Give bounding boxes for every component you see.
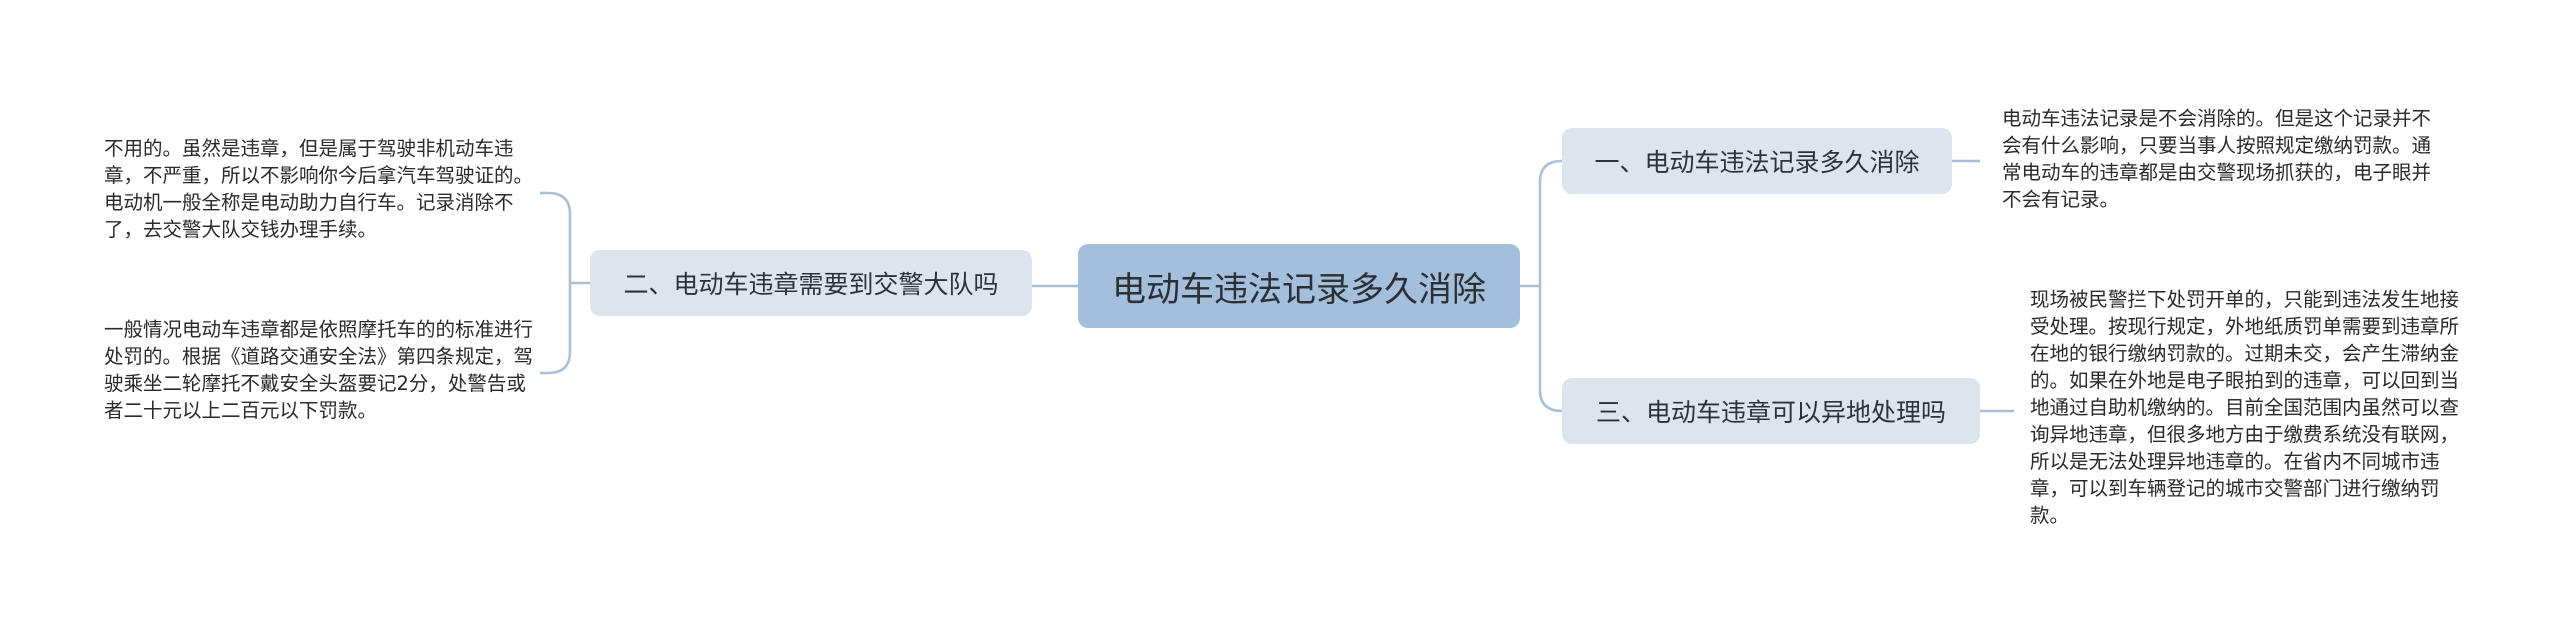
- leaf-note-2b: 一般情况电动车违章都是依照摩托车的的标准进行处罚的。根据《道路交通安全法》第四条…: [104, 318, 534, 422]
- root-topic-label: 电动车违法记录多久消除: [1112, 269, 1486, 310]
- branch-3-topic[interactable]: 三、电动车违章可以异地处理吗: [1562, 378, 1980, 444]
- leaf-note-1: 电动车违法记录是不会消除的。但是这个记录并不会有什么影响，只要当事人按照规定缴纳…: [2002, 107, 2432, 211]
- branch-3-label: 三、电动车违章可以异地处理吗: [1595, 398, 1946, 427]
- connector-left-bracket: [540, 191, 590, 375]
- root-topic[interactable]: 电动车违法记录多久消除: [1078, 244, 1520, 328]
- connector-right-trunk: [1538, 159, 1563, 413]
- leaf-note-3: 现场被民警拦下处罚开单的，只能到违法发生地接受处理。按现行规定，外地纸质罚单需要…: [2030, 288, 2460, 527]
- branch-2-topic[interactable]: 二、电动车违章需要到交警大队吗: [590, 250, 1032, 316]
- branch-2-label: 二、电动车违章需要到交警大队吗: [623, 270, 999, 299]
- branch-1-topic[interactable]: 一、电动车违法记录多久消除: [1562, 128, 1952, 194]
- branch-1-label: 一、电动车违法记录多久消除: [1594, 148, 1920, 177]
- leaf-note-2a: 不用的。虽然是违章，但是属于驾驶非机动车违章，不严重，所以不影响你今后拿汽车驾驶…: [104, 137, 534, 241]
